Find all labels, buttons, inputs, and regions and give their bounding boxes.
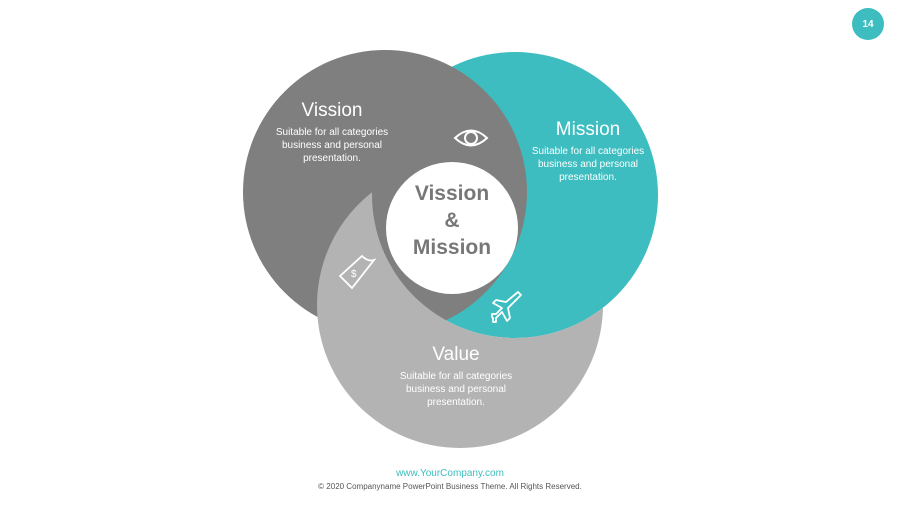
page-number-badge: 14 (852, 8, 884, 40)
mission-desc-3: presentation. (559, 172, 617, 183)
mission-title: Mission (555, 119, 621, 140)
center-circle (386, 162, 518, 294)
value-section: Value Suitable for all categories busine… (386, 344, 526, 409)
vission-desc-3: presentation. (303, 153, 361, 164)
airplane-icon (491, 291, 522, 323)
svg-text:$: $ (351, 269, 357, 280)
value-desc-2: business and personal (405, 384, 507, 395)
eye-icon (453, 129, 489, 147)
value-desc-1: Suitable for all categories (399, 371, 513, 382)
vission-section: Vission Suitable for all categories busi… (262, 100, 402, 165)
center-line-1: Vission (414, 182, 490, 205)
center-title: Vission & Mission (386, 180, 518, 261)
footer-url[interactable]: www.YourCompany.com (396, 468, 504, 479)
footer-copyright: © 2020 Companyname PowerPoint Business T… (318, 482, 582, 491)
center-line-3: Mission (412, 236, 492, 259)
vission-desc-1: Suitable for all categories (275, 127, 389, 138)
mission-desc-1: Suitable for all categories (531, 146, 645, 157)
vission-desc-2: business and personal (281, 140, 383, 151)
vission-title: Vission (301, 100, 363, 121)
value-title: Value (432, 344, 480, 365)
mission-section: Mission Suitable for all categories busi… (518, 119, 658, 184)
mission-desc-2: business and personal (537, 159, 639, 170)
value-desc-3: presentation. (427, 397, 485, 408)
center-line-2: & (444, 209, 460, 232)
money-icon: $ (338, 254, 377, 290)
